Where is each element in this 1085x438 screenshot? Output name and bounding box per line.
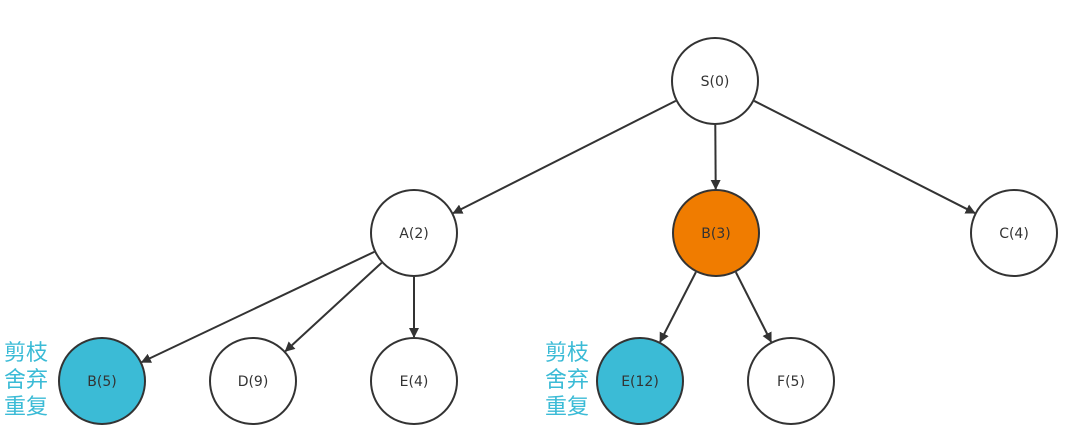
- annotation-line: 剪枝: [4, 341, 49, 366]
- node-label: C(4): [999, 226, 1029, 242]
- node-E: E(4): [370, 337, 458, 425]
- nodes: S(0) A(2) B(3) C(4) B(5) D(9) E(4) E(12) F(5): [58, 37, 1058, 425]
- node-label: B(5): [87, 374, 116, 390]
- edge-A-D: [284, 262, 383, 352]
- annotation-line: 重复: [4, 395, 49, 420]
- node-circle: [370, 337, 458, 425]
- annotation-line: 舍弃: [4, 368, 49, 393]
- node-label: E(4): [400, 374, 429, 390]
- node-circle: [672, 189, 760, 277]
- prune-annotation-right: 剪枝 舍弃 重复: [545, 340, 589, 421]
- node-circle: [58, 337, 146, 425]
- node-label: F(5): [777, 374, 805, 390]
- annotation-line: 重复: [545, 395, 590, 420]
- node-A: A(2): [370, 189, 458, 277]
- node-label: E(12): [621, 374, 659, 390]
- node-label: B(3): [701, 226, 730, 242]
- node-S: S(0): [671, 37, 759, 125]
- node-F: F(5): [747, 337, 835, 425]
- edge-S-C: [753, 100, 976, 214]
- node-label: D(9): [238, 374, 269, 390]
- node-circle: [671, 37, 759, 125]
- node-E2: E(12): [596, 337, 684, 425]
- edges: [140, 99, 976, 364]
- edge-A-B2: [140, 250, 375, 364]
- node-circle: [747, 337, 835, 425]
- node-label: A(2): [399, 226, 428, 242]
- prune-annotation-left: 剪枝 舍弃 重复: [4, 340, 48, 421]
- node-D: D(9): [209, 337, 297, 425]
- node-circle: [370, 189, 458, 277]
- node-circle: [596, 337, 684, 425]
- node-circle: [209, 337, 297, 425]
- node-circle: [970, 189, 1058, 277]
- annotation-line: 舍弃: [545, 368, 590, 393]
- node-label: S(0): [701, 74, 730, 90]
- edge-B-E2: [659, 271, 697, 343]
- node-B: B(3): [672, 189, 760, 277]
- node-B2: B(5): [58, 337, 146, 425]
- node-C: C(4): [970, 189, 1058, 277]
- edge-S-A: [452, 99, 677, 215]
- edge-B-F: [734, 271, 773, 343]
- annotation-line: 剪枝: [545, 341, 590, 366]
